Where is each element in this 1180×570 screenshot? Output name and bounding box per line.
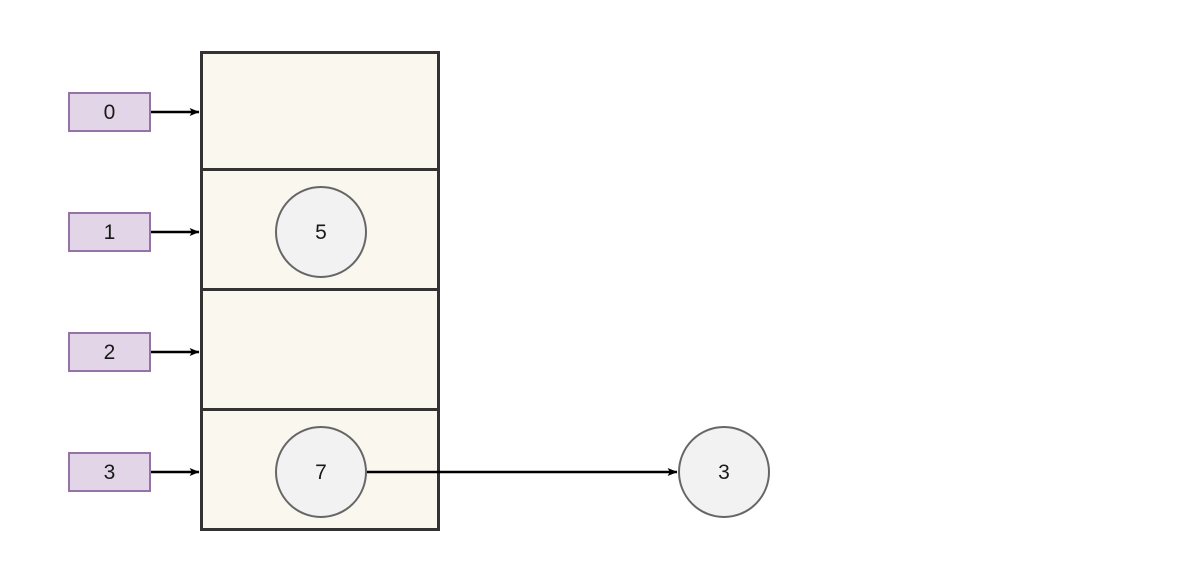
index-box-2[interactable]: 2 <box>68 332 151 372</box>
array-cell-0[interactable] <box>203 54 437 168</box>
node-circle-5[interactable]: 5 <box>275 186 367 278</box>
node-circle-3-label: 3 <box>718 460 730 484</box>
index-box-1-label: 1 <box>103 220 116 244</box>
node-circle-7-label: 7 <box>315 460 327 484</box>
node-circle-7[interactable]: 7 <box>275 426 367 518</box>
node-circle-5-label: 5 <box>315 220 327 244</box>
index-box-0[interactable]: 0 <box>68 92 151 132</box>
node-circle-3[interactable]: 3 <box>678 426 770 518</box>
hash-table-array <box>200 51 440 531</box>
array-cell-2[interactable] <box>203 288 437 408</box>
index-box-1[interactable]: 1 <box>68 212 151 252</box>
index-box-2-label: 2 <box>103 340 116 364</box>
index-box-0-label: 0 <box>103 100 116 124</box>
index-box-3[interactable]: 3 <box>68 452 151 492</box>
index-box-3-label: 3 <box>103 460 116 484</box>
